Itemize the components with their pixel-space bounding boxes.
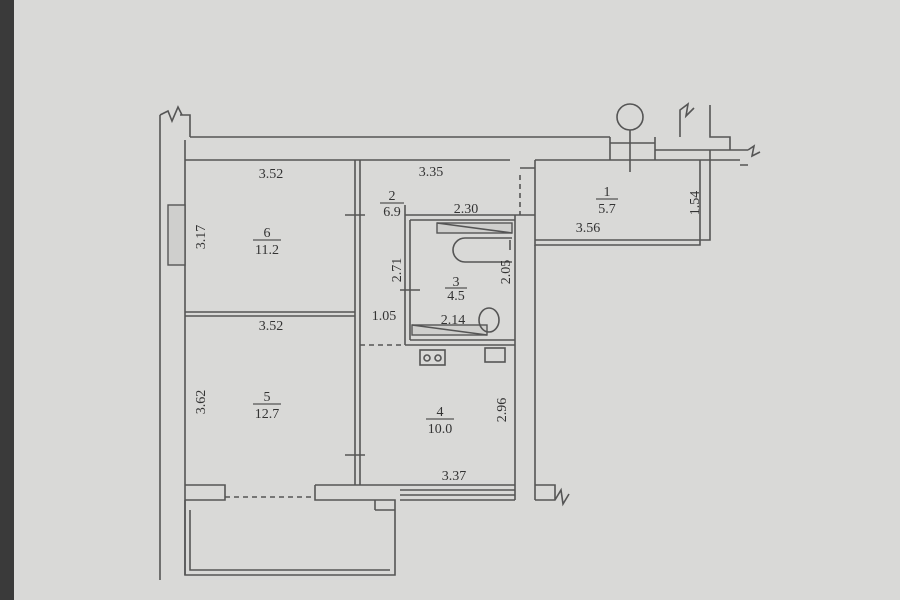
- room-5-number: 5: [264, 390, 271, 405]
- photo-edge-shadow: [0, 0, 14, 600]
- room-2-number: 2: [389, 189, 396, 204]
- room-1-number: 1: [604, 185, 611, 200]
- dim-bath-bottom: 2.14: [441, 313, 466, 328]
- room-6-number: 6: [264, 226, 271, 241]
- dim-room6-width: 3.52: [259, 167, 284, 182]
- dim-bath-height: 2.71: [390, 258, 405, 283]
- dim-room5-height: 3.62: [194, 390, 209, 415]
- sink-symbol: [484, 347, 506, 363]
- stove-symbol: [419, 349, 446, 366]
- dimension-labels: 3.52 3.17 3.52 3.62 3.35 1.05 2.71 2.30 …: [194, 165, 703, 484]
- room-4-area: 10.0: [428, 422, 453, 437]
- dim-room4-height: 2.96: [495, 398, 510, 423]
- room-4-number: 4: [437, 405, 444, 420]
- window-room6: [167, 204, 186, 266]
- dim-bath-right: 2.05: [499, 260, 514, 285]
- dim-bath-top: 2.30: [454, 202, 479, 217]
- toilet-symbol: [478, 307, 500, 333]
- dim-room4-width: 3.37: [442, 469, 467, 484]
- room-2-area: 6.9: [383, 205, 401, 220]
- riser-symbol: [616, 103, 644, 131]
- dim-room2-width: 3.35: [419, 165, 444, 180]
- dim-room1-height: 1.54: [688, 191, 703, 216]
- dim-corridor-width: 1.05: [372, 309, 397, 324]
- dim-room1-width: 3.56: [576, 221, 601, 236]
- dim-room6-height: 3.17: [194, 225, 209, 250]
- walls: [159, 102, 761, 580]
- room-labels: 1 5.7 2 6.9 3 4.5 4 10.0 5 12.7 6 11.2: [253, 185, 618, 437]
- room-5-area: 12.7: [255, 407, 280, 422]
- room-3-number: 3: [453, 275, 460, 290]
- room-1-area: 5.7: [598, 202, 616, 217]
- dim-room5-width: 3.52: [259, 319, 284, 334]
- room-3-area: 4.5: [447, 289, 465, 304]
- room-6-area: 11.2: [255, 243, 279, 258]
